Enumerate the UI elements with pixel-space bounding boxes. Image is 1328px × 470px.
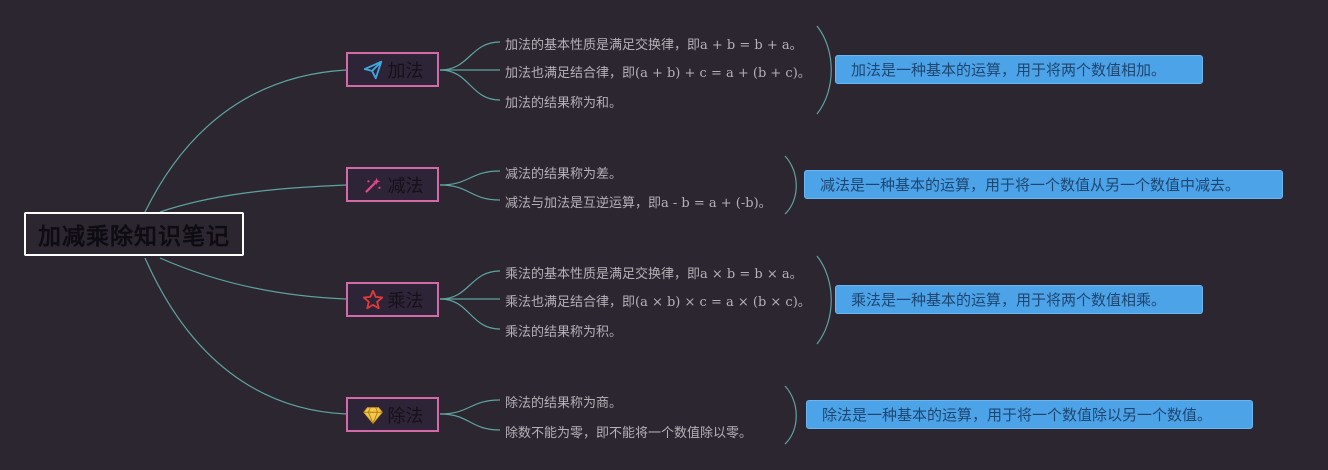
leaf-note: 除法的结果称为商。 bbox=[505, 396, 623, 411]
branch-label: 除法 bbox=[387, 405, 424, 427]
summary-box[interactable]: 加法是一种基本的运算，用于将两个数值相加。 bbox=[835, 55, 1203, 84]
summary-box[interactable]: 除法是一种基本的运算，用于将一个数值除以另一个数值。 bbox=[806, 400, 1253, 429]
diamond-icon bbox=[362, 404, 384, 426]
root-title: 加减乘除知识笔记 bbox=[38, 224, 230, 250]
summary-text: 加法是一种基本的运算，用于将两个数值相加。 bbox=[851, 61, 1167, 79]
summary-box[interactable]: 减法是一种基本的运算，用于将一个数值从另一个数值中减去。 bbox=[804, 170, 1283, 199]
leaf-note: 加法的基本性质是满足交换律，即a + b = b + a。 bbox=[505, 38, 803, 53]
leaf-note: 减法的结果称为差。 bbox=[505, 167, 623, 182]
branch-label: 加法 bbox=[387, 60, 424, 82]
branch-multiplication[interactable]: 乘法 bbox=[346, 282, 439, 317]
paper-plane-icon bbox=[362, 59, 384, 81]
magic-wand-icon bbox=[362, 174, 384, 196]
summary-box[interactable]: 乘法是一种基本的运算，用于将两个数值相乘。 bbox=[835, 285, 1203, 314]
leaf-note: 除数不能为零，即不能将一个数值除以零。 bbox=[505, 426, 753, 441]
branch-division[interactable]: 除法 bbox=[346, 397, 439, 432]
branch-label: 乘法 bbox=[387, 290, 424, 312]
leaf-note: 减法与加法是互逆运算，即a - b = a + (-b)。 bbox=[505, 196, 772, 211]
branch-subtraction[interactable]: 减法 bbox=[346, 167, 439, 202]
summary-text: 除法是一种基本的运算，用于将一个数值除以另一个数值。 bbox=[822, 406, 1213, 424]
root-topic[interactable]: 加减乘除知识笔记 bbox=[24, 212, 244, 256]
branch-addition[interactable]: 加法 bbox=[346, 52, 439, 87]
summary-text: 减法是一种基本的运算，用于将一个数值从另一个数值中减去。 bbox=[820, 176, 1241, 194]
leaf-note: 加法也满足结合律，即(a + b) + c = a + (b + c)。 bbox=[505, 66, 811, 81]
leaf-note: 乘法也满足结合律，即(a × b) × c = a × (b × c)。 bbox=[505, 295, 811, 310]
branch-label: 减法 bbox=[387, 175, 424, 197]
leaf-note: 加法的结果称为和。 bbox=[505, 96, 623, 111]
summary-text: 乘法是一种基本的运算，用于将两个数值相乘。 bbox=[851, 291, 1167, 309]
star-icon bbox=[362, 289, 384, 311]
leaf-note: 乘法的基本性质是满足交换律，即a × b = b × a。 bbox=[505, 267, 803, 282]
leaf-note: 乘法的结果称为积。 bbox=[505, 325, 623, 340]
